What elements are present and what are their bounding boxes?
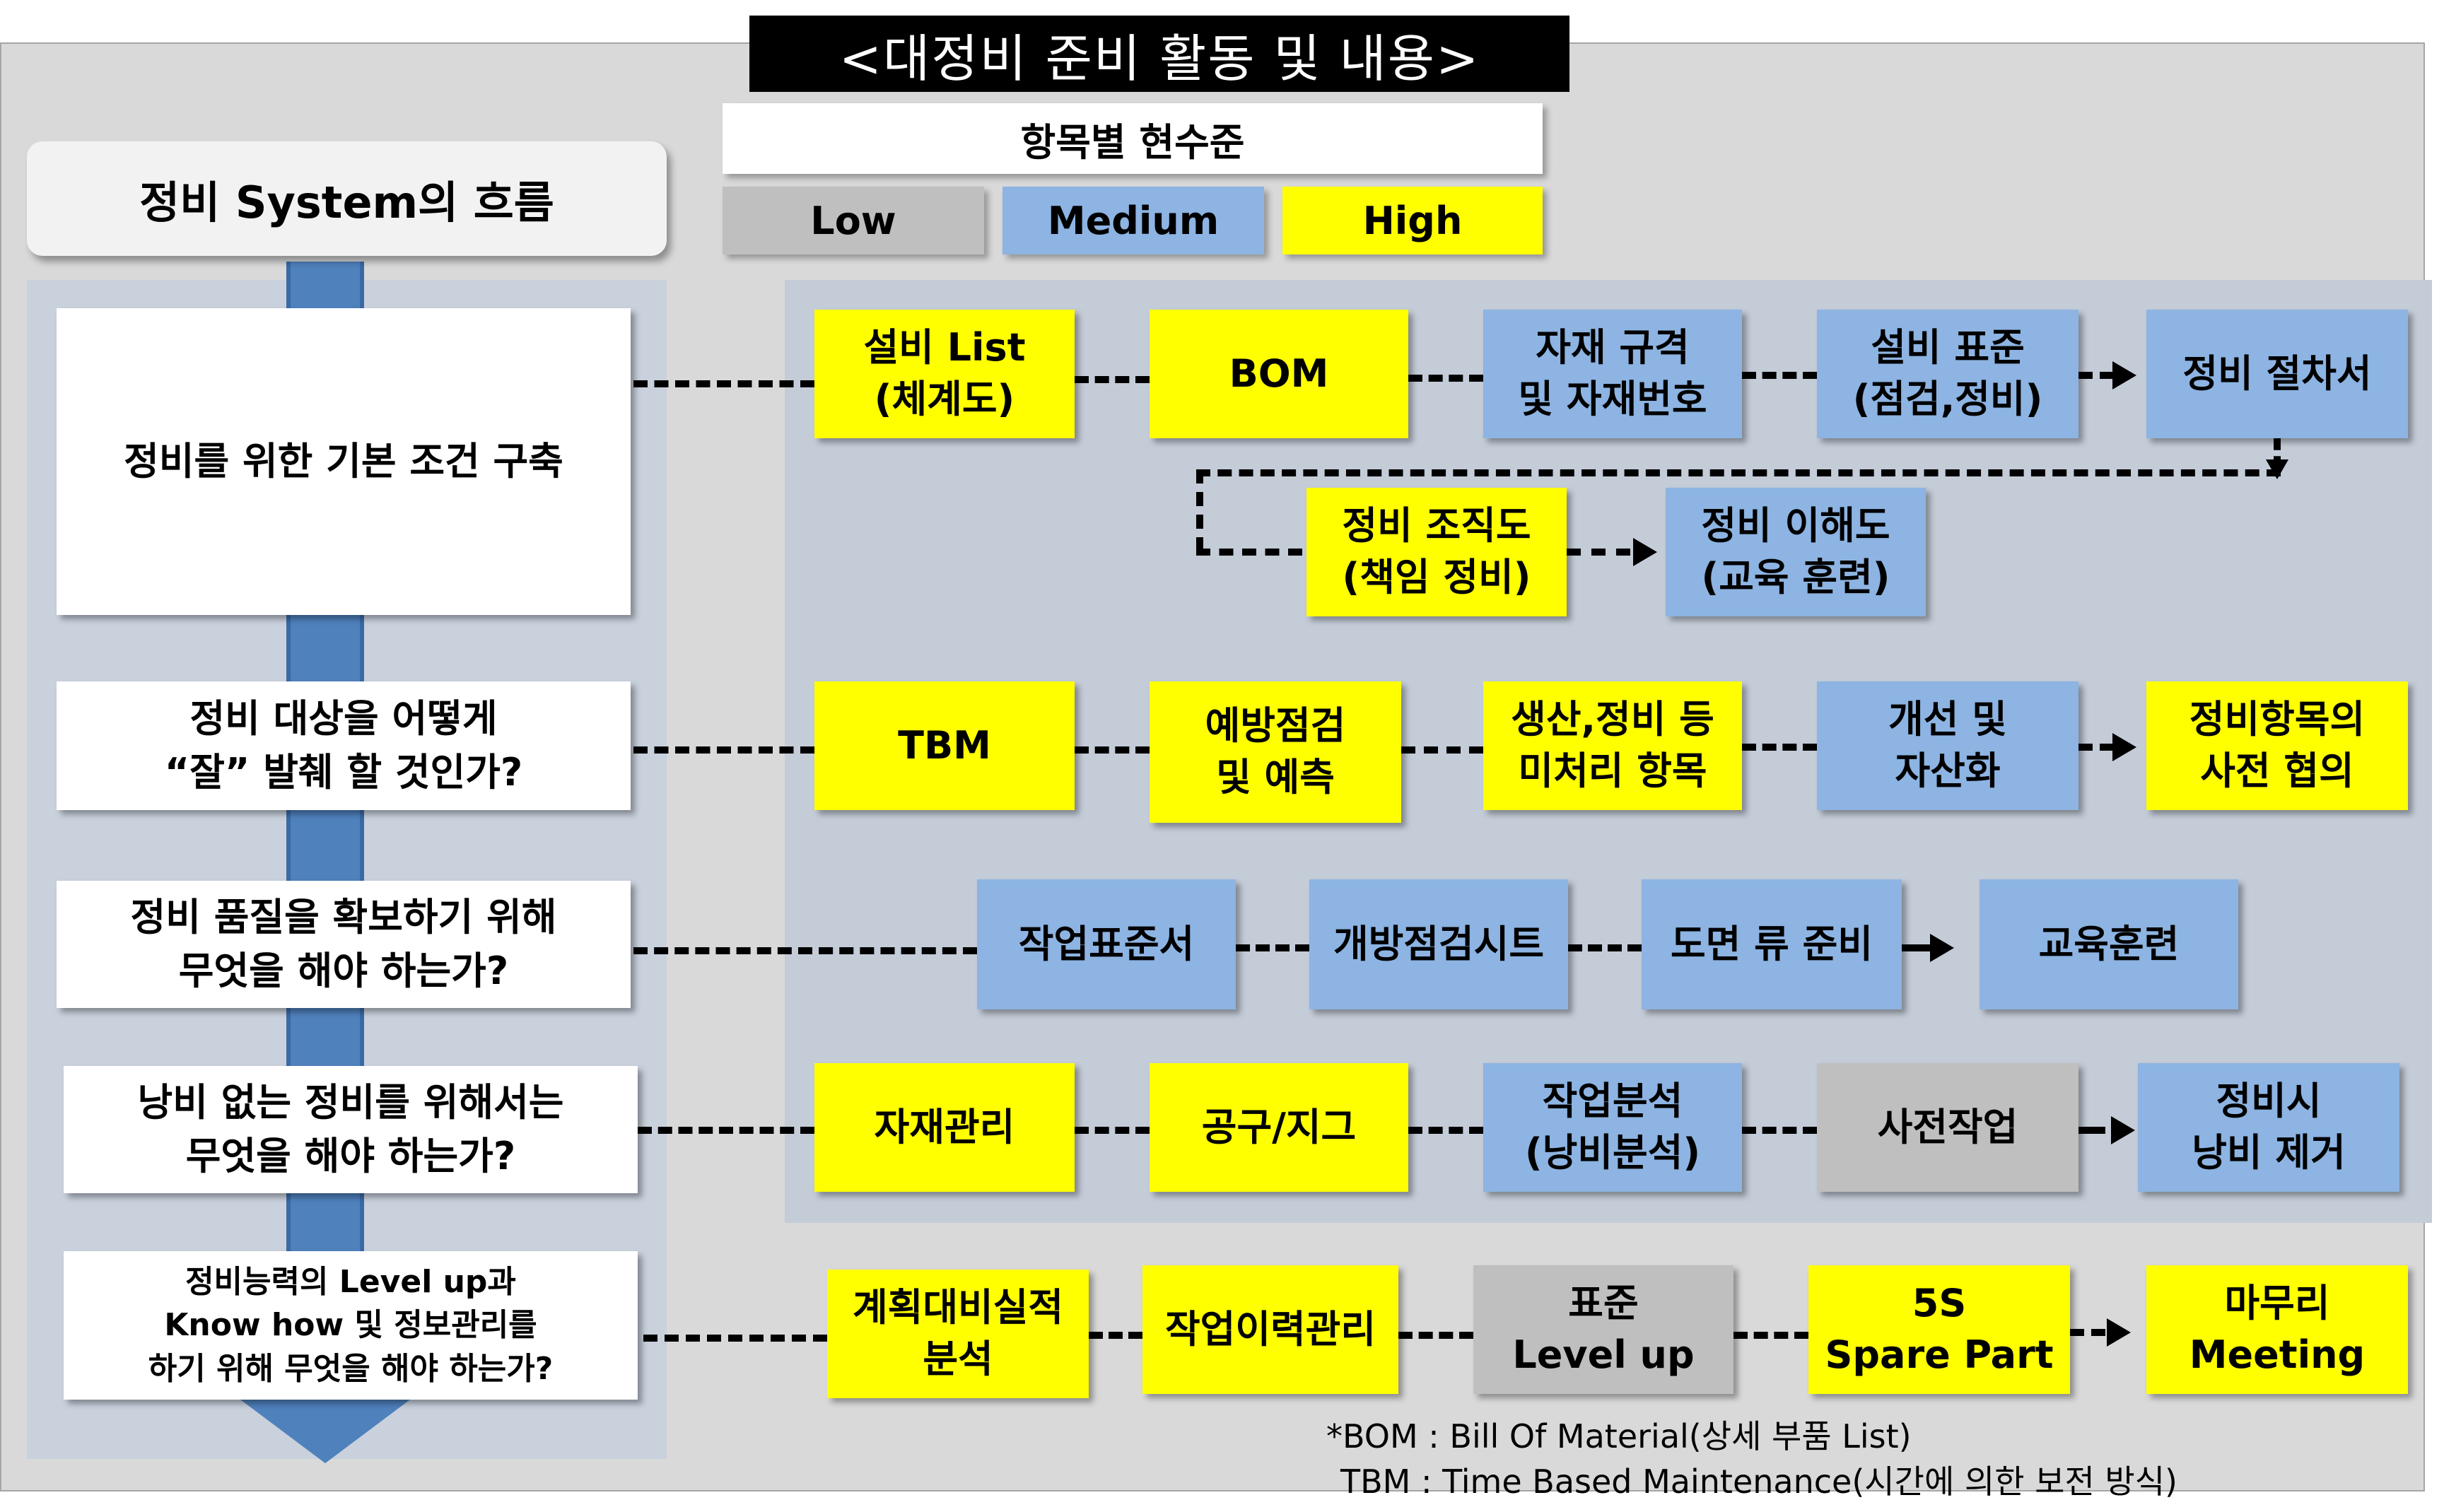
connector-arrowhead bbox=[2107, 1318, 2131, 1347]
node-standard-level-up: 표준 Level up bbox=[1473, 1265, 1733, 1394]
legend-medium: Medium bbox=[1002, 187, 1264, 254]
node-bom: BOM bbox=[1150, 310, 1408, 438]
node-inspection-sheet: 개방점검시트 bbox=[1309, 879, 1568, 1009]
node-maintenance-procedure: 정비 절차서 bbox=[2146, 310, 2408, 438]
connector bbox=[1567, 549, 1630, 556]
footnote-tbm: TBM : Time Based Maintenance(시간에 의한 보전 방… bbox=[1340, 1463, 2177, 1501]
connector bbox=[1902, 944, 1930, 951]
connector bbox=[1196, 469, 2281, 476]
connector bbox=[1236, 944, 1309, 951]
node-5s-spare-part: 5S Spare Part bbox=[1808, 1265, 2070, 1394]
system-flow-title: 정비 System의 흐름 bbox=[27, 141, 667, 256]
connector bbox=[1398, 1332, 1473, 1339]
connector-arrowhead bbox=[2112, 733, 2136, 761]
node-pre-work: 사전작업 bbox=[1817, 1063, 2078, 1192]
question-target-selection: 정비 대상을 어떻게 “잘” 발췌 할 것인가? bbox=[57, 681, 631, 810]
connector bbox=[643, 1335, 827, 1342]
connector bbox=[2274, 438, 2281, 468]
flow-arrow-head bbox=[240, 1400, 410, 1463]
node-material-management: 자재관리 bbox=[814, 1063, 1075, 1192]
node-improvement-asset: 개선 및 자산화 bbox=[1817, 681, 2078, 810]
node-waste-removal: 정비시 낭비 제거 bbox=[2138, 1063, 2399, 1192]
node-material-spec: 자재 규격 및 자재번호 bbox=[1483, 310, 1742, 438]
connector bbox=[1075, 1127, 1150, 1134]
question-quality-assurance: 정비 품질을 확보하기 위해 무엇을 해야 하는가? bbox=[57, 881, 631, 1008]
question-basic-conditions: 정비를 위한 기본 조건 구축 bbox=[57, 308, 631, 615]
node-equipment-standard: 설비 표준 (점검,정비) bbox=[1817, 310, 2078, 438]
connector bbox=[1742, 744, 1817, 751]
node-advance-consultation: 정비항목의 사전 협의 bbox=[2146, 681, 2408, 810]
connector bbox=[1742, 372, 1817, 379]
connector-arrowhead bbox=[2112, 361, 2136, 389]
connector bbox=[2078, 1127, 2105, 1134]
connector bbox=[1401, 746, 1483, 754]
node-understanding-training: 정비 이해도 (교육 훈련) bbox=[1666, 488, 1926, 616]
connector bbox=[1408, 375, 1483, 382]
connector bbox=[1568, 944, 1642, 951]
node-tools-jigs: 공구/지그 bbox=[1150, 1063, 1408, 1192]
footnote-bom: *BOM : Bill Of Material(상세 부품 List) bbox=[1326, 1417, 1912, 1455]
question-level-up: 정비능력의 Level up과 Know how 및 정보관리를 하기 위해 무… bbox=[64, 1251, 638, 1400]
connector bbox=[1408, 1127, 1483, 1134]
connector-arrowhead bbox=[1633, 538, 1657, 566]
connector bbox=[1733, 1332, 1808, 1339]
legend-low: Low bbox=[723, 187, 984, 254]
node-closing-meeting: 마무리 Meeting bbox=[2146, 1265, 2408, 1394]
connector bbox=[638, 1127, 814, 1134]
node-organization-chart: 정비 조직도 (책임 정비) bbox=[1306, 488, 1567, 616]
node-tbm: TBM bbox=[814, 681, 1075, 810]
node-drawing-preparation: 도면 류 준비 bbox=[1642, 879, 1902, 1009]
legend-heading: 항목별 현수준 bbox=[723, 103, 1543, 174]
page-title: <대정비 준비 활동 및 내용> bbox=[749, 16, 1569, 92]
connector bbox=[1075, 746, 1150, 754]
legend-high: High bbox=[1282, 187, 1543, 254]
connector bbox=[2078, 744, 2114, 751]
connector-arrowhead bbox=[1930, 934, 1954, 962]
node-work-standard: 작업표준서 bbox=[977, 879, 1236, 1009]
connector-arrowhead bbox=[2111, 1116, 2135, 1144]
connector bbox=[1196, 549, 1302, 556]
connector bbox=[1196, 469, 1203, 551]
connector bbox=[633, 746, 814, 754]
node-plan-vs-actual: 계획대비실적 분석 bbox=[827, 1270, 1089, 1398]
node-work-analysis: 작업분석 (낭비분석) bbox=[1483, 1063, 1742, 1192]
question-waste-free: 낭비 없는 정비를 위해서는 무엇을 해야 하는가? bbox=[64, 1066, 638, 1193]
node-work-history: 작업이력관리 bbox=[1142, 1265, 1398, 1394]
node-unprocessed-items: 생산,정비 등 미처리 항목 bbox=[1483, 681, 1742, 810]
connector bbox=[1742, 1127, 1817, 1134]
node-equipment-list: 설비 List (체계도) bbox=[814, 310, 1075, 438]
connector bbox=[633, 947, 977, 954]
node-preventive-inspection: 예방점검 및 예측 bbox=[1150, 681, 1401, 823]
node-education-training: 교육훈련 bbox=[1980, 879, 2238, 1009]
connector bbox=[2070, 1329, 2105, 1336]
connector bbox=[1075, 376, 1150, 383]
connector bbox=[633, 380, 814, 387]
connector bbox=[2078, 372, 2114, 379]
connector bbox=[1089, 1332, 1142, 1339]
